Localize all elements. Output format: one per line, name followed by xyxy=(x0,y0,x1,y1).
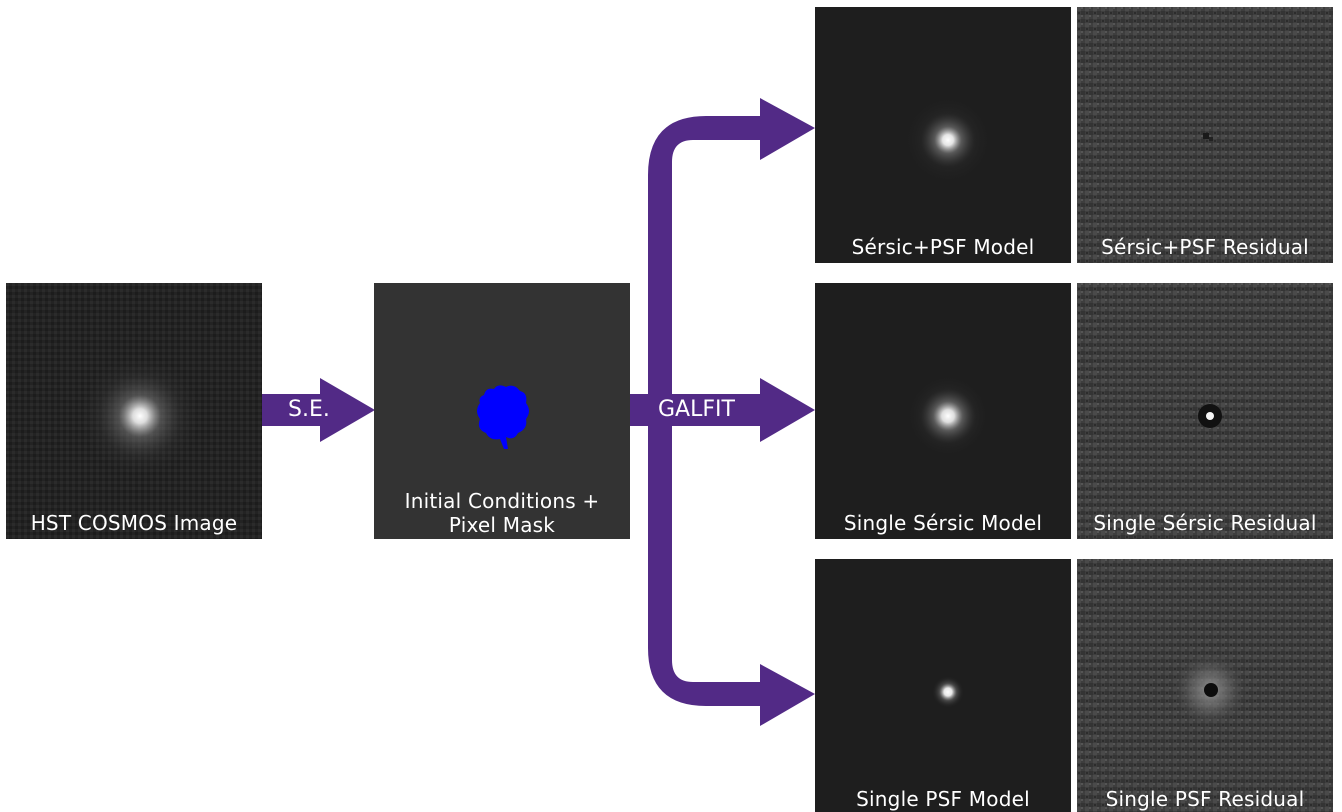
single-psf-residual-panel: Single PSF Residual xyxy=(1077,559,1333,812)
galfit-arrow xyxy=(629,378,815,442)
model-source xyxy=(903,95,993,185)
model-source xyxy=(906,374,990,458)
mask-blob xyxy=(477,385,529,449)
single-psf-model-image xyxy=(815,559,1071,812)
single-psf-model-panel: Single PSF Model xyxy=(815,559,1071,812)
mask-label-line2: Pixel Mask xyxy=(448,513,556,537)
se-arrow xyxy=(262,378,375,442)
mask-panel: Initial Conditions + Pixel Mask xyxy=(374,283,630,539)
hst-cosmos-image xyxy=(6,283,262,539)
se-arrow-label: S.E. xyxy=(288,397,330,422)
single-sersic-model-panel: Single Sérsic Model xyxy=(815,283,1071,539)
bottom-arrowhead xyxy=(760,664,815,726)
single-sersic-model-label: Single Sérsic Model xyxy=(843,511,1043,535)
galfit-arrow-label: GALFIT xyxy=(658,397,735,422)
sersic-psf-model-image xyxy=(815,7,1071,263)
single-psf-residual-label: Single PSF Residual xyxy=(1105,787,1305,811)
pixel-mask-image xyxy=(374,283,630,539)
single-sersic-residual-panel: Single Sérsic Residual xyxy=(1077,283,1333,539)
galaxy-source xyxy=(80,356,200,476)
single-psf-residual-image xyxy=(1077,559,1333,812)
mask-label-line1: Initial Conditions + xyxy=(404,489,600,513)
sersic-psf-model-panel: Sérsic+PSF Model xyxy=(815,7,1071,263)
single-sersic-model-image xyxy=(815,283,1071,539)
model-source xyxy=(932,676,964,708)
single-sersic-residual-image xyxy=(1077,283,1333,539)
hst-cosmos-image-panel: HST COSMOS Image xyxy=(6,283,262,539)
sersic-psf-residual-image xyxy=(1077,7,1333,263)
sersic-psf-model-label: Sérsic+PSF Model xyxy=(851,235,1035,259)
branch-trunk xyxy=(648,116,760,706)
hst-cosmos-label: HST COSMOS Image xyxy=(30,511,238,535)
single-psf-model-label: Single PSF Model xyxy=(856,787,1030,811)
top-arrowhead xyxy=(760,98,815,160)
sersic-psf-residual-panel: Sérsic+PSF Residual xyxy=(1077,7,1333,263)
sersic-psf-residual-label: Sérsic+PSF Residual xyxy=(1101,235,1309,259)
mask-label: Initial Conditions + Pixel Mask xyxy=(374,489,630,537)
single-sersic-residual-label: Single Sérsic Residual xyxy=(1093,511,1317,535)
